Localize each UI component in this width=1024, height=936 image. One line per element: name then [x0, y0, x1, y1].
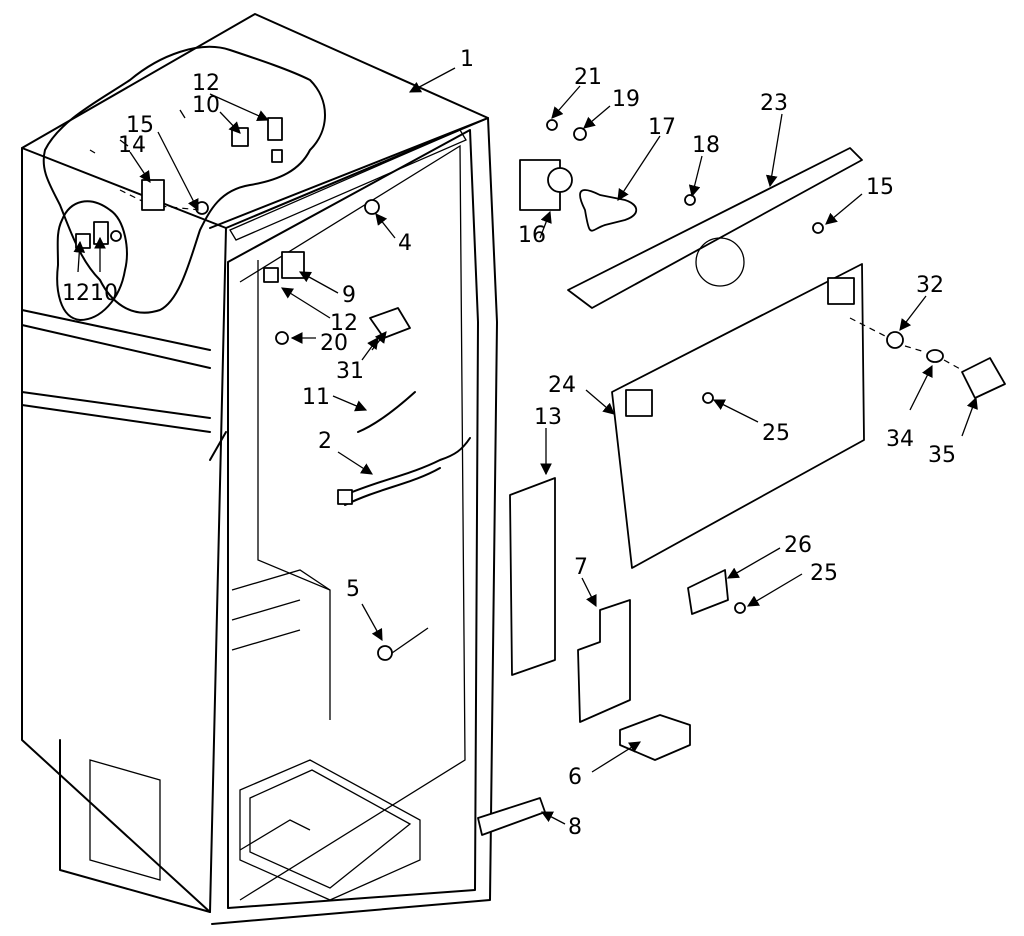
refrigerator-cabinet — [21, 13, 498, 925]
callout-7: 7 — [574, 555, 588, 580]
callout-26: 26 — [784, 533, 812, 558]
callout-1: 1 — [460, 47, 474, 72]
callout-11: 11 — [302, 385, 330, 410]
air-duct-and-covers — [477, 119, 1006, 836]
freezer-interior-parts — [263, 199, 471, 661]
callout-31: 31 — [336, 359, 364, 384]
callout-19: 19 — [612, 87, 640, 112]
callout-14: 14 — [118, 133, 146, 158]
callout-2: 2 — [318, 429, 332, 454]
callout-23: 23 — [760, 91, 788, 116]
callout-10b: 10 — [90, 281, 118, 306]
callout-24: 24 — [548, 373, 576, 398]
callout-32: 32 — [916, 273, 944, 298]
callout-18: 18 — [692, 133, 720, 158]
callout-leader-lines — [73, 67, 978, 825]
callout-6: 6 — [568, 765, 582, 790]
callout-12a: 12 — [192, 71, 220, 96]
callout-10a: 10 — [192, 93, 220, 118]
callout-12c: 12 — [330, 311, 358, 336]
callout-9: 9 — [342, 283, 356, 308]
callout-4: 4 — [398, 231, 412, 256]
callout-8: 8 — [568, 815, 582, 840]
callout-15a: 15 — [126, 113, 154, 138]
cabinet-top-cutaway — [42, 45, 326, 321]
callout-labels: 1 2 4 5 6 7 8 9 10 10 11 12 12 12 13 14 … — [62, 47, 956, 840]
callout-35: 35 — [928, 443, 956, 468]
callout-17: 17 — [648, 115, 676, 140]
callout-13: 13 — [534, 405, 562, 430]
callout-16: 16 — [518, 223, 546, 248]
callout-15b: 15 — [866, 175, 894, 200]
callout-20: 20 — [320, 331, 348, 356]
callout-34: 34 — [886, 427, 914, 452]
callout-5: 5 — [346, 577, 360, 602]
callout-25a: 25 — [762, 421, 790, 446]
callout-12b: 12 — [62, 281, 90, 306]
callout-25b: 25 — [810, 561, 838, 586]
callout-21: 21 — [574, 65, 602, 90]
